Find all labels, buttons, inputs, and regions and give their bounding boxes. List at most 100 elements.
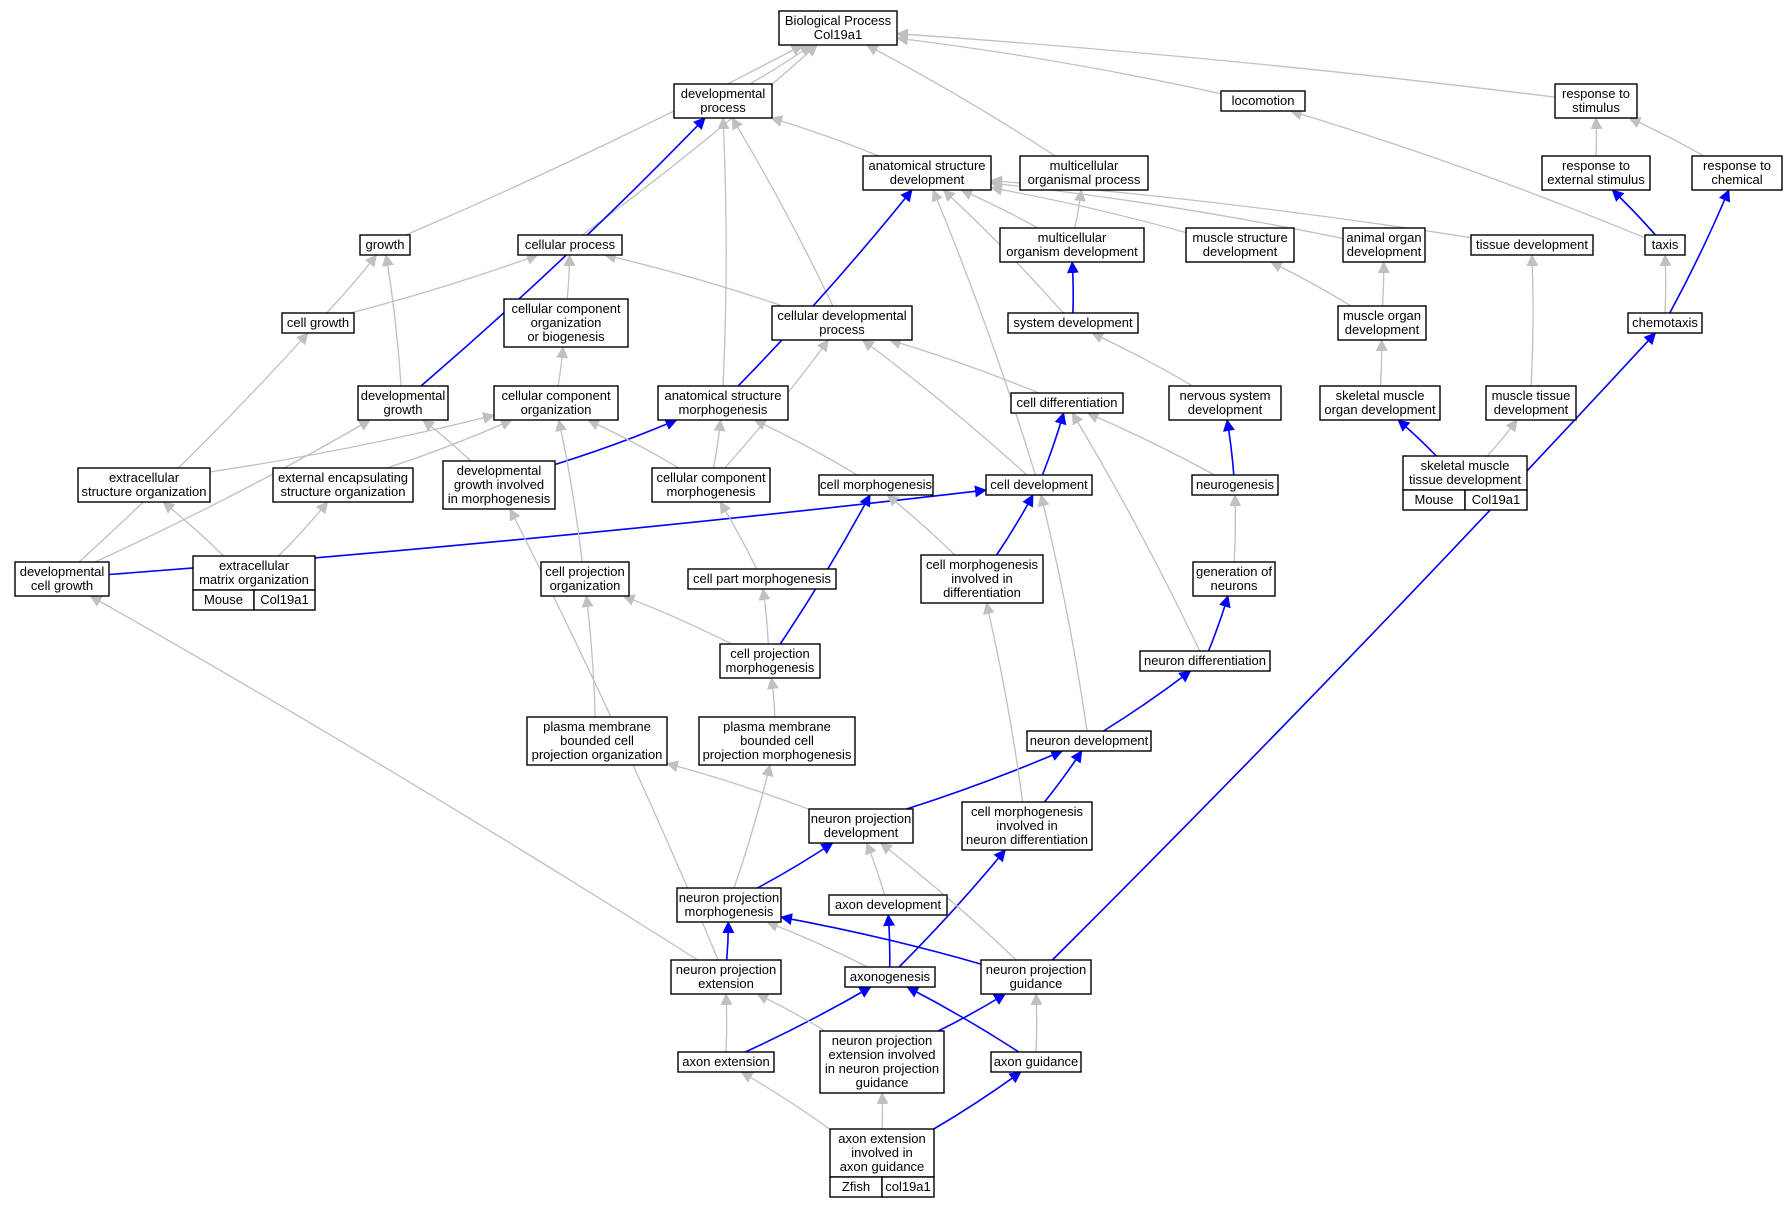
go-term-box — [1185, 227, 1295, 263]
go-term-sysdev[interactable]: system development — [1007, 312, 1139, 334]
go-term-celldev[interactable]: cell development — [985, 474, 1093, 496]
go-term-neurogenesis[interactable]: neurogenesis — [1191, 474, 1279, 496]
gene-badge[interactable]: col19a1 — [881, 1176, 935, 1198]
species-badge[interactable]: Mouse — [1402, 489, 1466, 511]
go-term-box — [1007, 312, 1139, 334]
go-term-growth[interactable]: growth — [359, 234, 411, 256]
is-a-edge-skmorgan-muscleorgan — [1375, 339, 1388, 387]
gene-badge[interactable]: Col19a1 — [253, 589, 316, 611]
go-term-cpmorph[interactable]: cell part morphogenesis — [687, 568, 837, 590]
go-term-label: skeletal muscle — [1421, 458, 1510, 473]
part-of-edge-npd-neurdev — [906, 749, 1064, 810]
go-term-taxis[interactable]: taxis — [1644, 234, 1686, 256]
go-term-neurdev[interactable]: neuron development — [1026, 730, 1152, 752]
go-term-box — [526, 716, 668, 766]
go-term-label: taxis — [1652, 237, 1679, 252]
go-term-label: cell growth — [31, 578, 93, 593]
go-term-box — [493, 385, 619, 421]
go-term-locomotion[interactable]: locomotion — [1220, 90, 1306, 112]
go-term-label: plasma membrane — [543, 719, 651, 734]
go-term-label: morphogenesis — [685, 904, 774, 919]
go-term-label: axon guidance — [994, 1054, 1079, 1069]
is-a-edge-rtostim-bp — [896, 28, 1556, 98]
go-term-axonext[interactable]: axon extension — [677, 1051, 775, 1073]
go-term-box — [985, 474, 1093, 496]
go-term-cellmorph[interactable]: cell morphogenesis — [818, 474, 934, 496]
go-term-label: neuron differentiation — [966, 832, 1088, 847]
go-term-label: development — [1347, 244, 1422, 259]
go-term-axonguid[interactable]: axon guidance — [990, 1051, 1082, 1073]
gene-badge[interactable]: Col19a1 — [1464, 489, 1528, 511]
go-term-box — [272, 467, 414, 503]
go-term-box — [1485, 385, 1577, 421]
go-term-box — [1220, 90, 1306, 112]
go-term-box — [771, 305, 913, 341]
go-term-label: chemotaxis — [1632, 315, 1698, 330]
go-term-box — [281, 312, 355, 334]
go-term-box — [1319, 385, 1441, 421]
part-of-edge-neurdiff-genneur — [1207, 595, 1231, 652]
go-term-label: muscle structure — [1192, 230, 1287, 245]
go-term-axonogenesis[interactable]: axonogenesis — [844, 966, 936, 988]
species-badge[interactable]: Mouse — [192, 589, 255, 611]
go-term-tissuedev[interactable]: tissue development — [1470, 234, 1594, 256]
go-term-label: cellular component — [511, 301, 621, 316]
go-term-label: Col19a1 — [814, 27, 862, 42]
go-term-neurdiff[interactable]: neuron differentiation — [1139, 650, 1271, 672]
go-term-box — [1342, 227, 1426, 263]
is-a-edge-musclestruct-asd — [990, 183, 1187, 234]
go-term-box — [698, 716, 856, 766]
go-term-label: development — [1345, 322, 1420, 337]
go-term-label: developmental — [681, 86, 766, 101]
go-term-chemotaxis[interactable]: chemotaxis — [1627, 312, 1703, 334]
go-term-label: chemical — [1711, 172, 1762, 187]
go-term-celldiff[interactable]: cell differentiation — [1010, 392, 1124, 414]
go-term-box — [503, 298, 629, 348]
go-term-box — [719, 643, 821, 679]
go-term-cellgrowth[interactable]: cell growth — [281, 312, 355, 334]
species-badge[interactable]: Zfish — [829, 1176, 883, 1198]
is-a-edge-skmtissue-mtdev — [1486, 419, 1518, 457]
go-term-cellproc[interactable]: cellular process — [517, 234, 623, 256]
go-term-axondev[interactable]: axon development — [828, 894, 948, 916]
